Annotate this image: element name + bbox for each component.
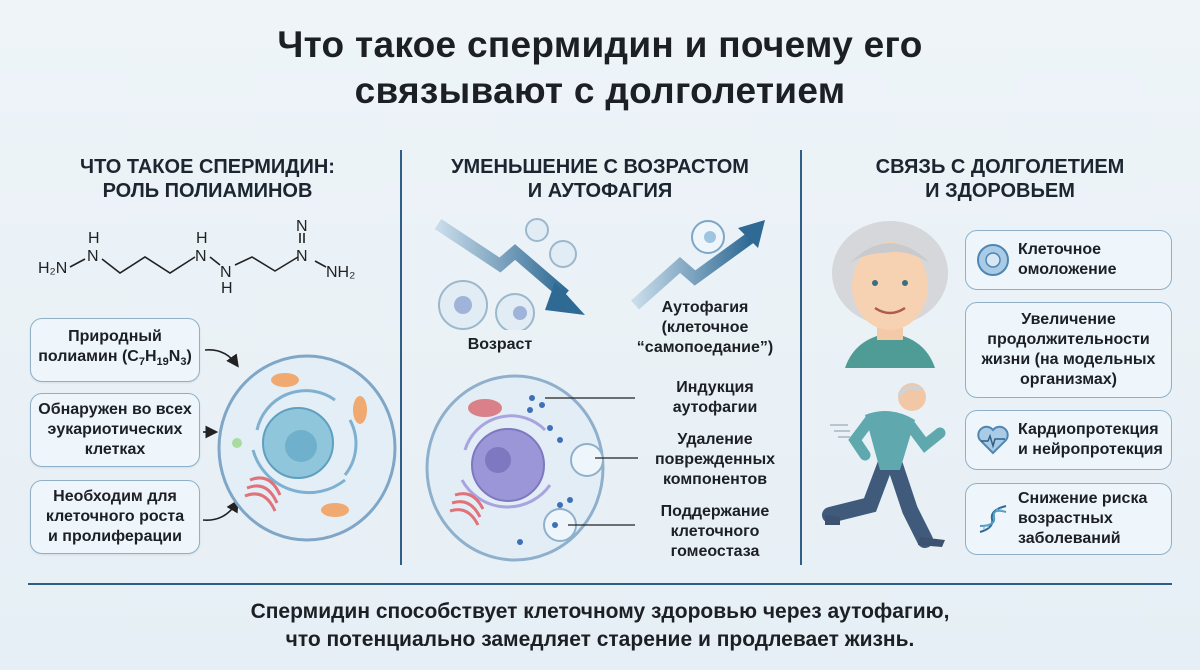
structure-h: H bbox=[88, 230, 100, 247]
fact-text: Природный полиамин (C bbox=[38, 328, 162, 366]
spermidine-structure: H₂N N H N H N H N N NH₂ bbox=[38, 218, 355, 295]
footer-summary: Спермидин способствует клеточному здоров… bbox=[250, 600, 950, 651]
subscript: 7 bbox=[138, 356, 145, 369]
benefit-lifespan: Увеличение продолжительности жизни (на м… bbox=[965, 302, 1172, 398]
structure-h: H bbox=[196, 230, 208, 247]
benefit-text: Клеточное омоложение bbox=[1018, 241, 1117, 278]
cell-illustration bbox=[202, 348, 397, 542]
autophagy-label: Аутофагия (клеточное “самопоедание”) bbox=[636, 299, 774, 356]
autophagy-cell-illustration bbox=[425, 374, 638, 562]
fact-box-natural-polyamine: Природный полиамин (C7H19N3) bbox=[30, 318, 200, 382]
page-title: Что такое спермидин и почему его связыва… bbox=[277, 24, 923, 111]
structure-n: N bbox=[87, 248, 99, 265]
dna-icon bbox=[979, 505, 1007, 533]
column-divider bbox=[800, 150, 802, 565]
fact-text: H bbox=[144, 348, 157, 366]
fact-box-growth: Необходим для клеточного роста и пролифе… bbox=[30, 480, 200, 554]
benefit-cardio-neuro: Кардиопротекция и нейропротекция bbox=[965, 410, 1172, 470]
subscript: 3 bbox=[180, 356, 187, 369]
structure-n: N bbox=[195, 248, 207, 265]
subscript: 19 bbox=[156, 356, 169, 369]
footer-divider bbox=[28, 583, 1172, 585]
label-homeostasis: Поддержание клеточного гомеостаза bbox=[660, 503, 770, 560]
age-label: Возраст bbox=[467, 336, 533, 353]
age-autophagy-graphic bbox=[434, 218, 765, 330]
structure-h: H bbox=[221, 280, 233, 295]
section-heading-decline: УМЕНЬШЕНИЕ С ВОЗРАСТОМ И АУТОФАГИЯ bbox=[451, 156, 749, 202]
label-autophagy-induction: Индукция аутофагии bbox=[672, 379, 758, 416]
heart-pulse-icon bbox=[977, 425, 1009, 455]
benefit-text: Кардиопротекция и нейропротекция bbox=[1018, 421, 1163, 458]
benefit-cellular-rejuvenation: Клеточное омоложение bbox=[965, 230, 1172, 290]
structure-n: N bbox=[220, 264, 232, 281]
benefit-text: Снижение риска возрастных заболеваний bbox=[1018, 490, 1148, 547]
benefit-disease-risk: Снижение риска возрастных заболеваний bbox=[965, 483, 1172, 555]
fact-text: ) bbox=[186, 348, 192, 366]
structure-h2n: H₂N bbox=[38, 260, 67, 277]
column-divider bbox=[400, 150, 402, 565]
benefit-text: Увеличение продолжительности жизни (на м… bbox=[981, 311, 1156, 388]
structure-n: N bbox=[296, 218, 308, 235]
fact-box-eukaryotic: Обнаружен во всех эукариотических клетка… bbox=[30, 393, 200, 467]
section-heading-longevity: СВЯЗЬ С ДОЛГОЛЕТИЕМ И ЗДОРОВЬЕМ bbox=[875, 156, 1125, 202]
fact-text: N bbox=[168, 348, 181, 366]
structure-n: N bbox=[296, 248, 308, 265]
cell-icon bbox=[977, 244, 1009, 276]
label-damaged-removal: Удаление поврежденных компонентов bbox=[654, 431, 776, 488]
structure-nh2: NH₂ bbox=[326, 264, 355, 281]
running-man-illustration bbox=[822, 383, 946, 548]
elderly-woman-illustration bbox=[832, 221, 948, 368]
section-heading-what-is: ЧТО ТАКОЕ СПЕРМИДИН: РОЛЬ ПОЛИАМИНОВ bbox=[80, 156, 335, 202]
